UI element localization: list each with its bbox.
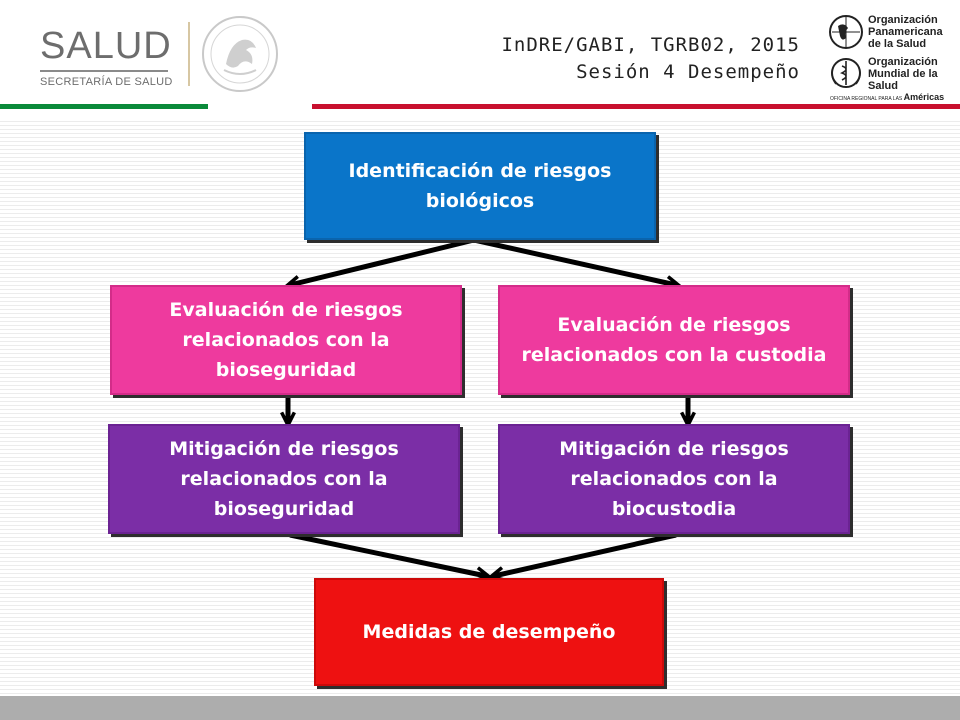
salud-logo-subtitle: SECRETARÍA DE SALUD: [40, 76, 173, 88]
node-mitigacion-biocustodia: Mitigación de riesgos relacionados con l…: [498, 424, 850, 534]
oms-name: Organización Mundial de la Salud: [868, 56, 938, 92]
header: SALUD SECRETARÍA DE SALUD InDRE/GABI, TG…: [0, 0, 960, 108]
header-line-2: Sesión 4 Desempeño: [576, 61, 800, 83]
node-mitigacion-bioseguridad: Mitigación de riesgos relacionados con l…: [108, 424, 460, 534]
ops-oms-logo: Organización Panamericana de la Salud Or…: [828, 14, 956, 102]
salud-logo-word: SALUD: [40, 25, 172, 67]
footer-bar: [0, 696, 960, 720]
logo-divider: [188, 22, 190, 86]
arrow-root-to-eval-bio: [290, 237, 475, 285]
arrow-mit-bio-to-medidas: [289, 532, 486, 576]
header-line-1: InDRE/GABI, TGRB02, 2015: [501, 34, 800, 56]
arrow-root-to-eval-custodia: [473, 237, 676, 285]
node-identificacion: Identificación de riesgos biológicos: [304, 132, 656, 240]
oms-emblem-icon: [831, 58, 861, 88]
salud-logo: SALUD SECRETARÍA DE SALUD: [40, 25, 175, 88]
node-medidas-desempeno: Medidas de desempeño: [314, 578, 664, 686]
node-evaluacion-custodia: Evaluación de riesgos relacionados con l…: [498, 285, 850, 395]
ops-globe-icon: [829, 15, 863, 49]
header-title: InDRE/GABI, TGRB02, 2015 Sesión 4 Desemp…: [501, 32, 800, 86]
node-evaluacion-bioseguridad: Evaluación de riesgos relacionados con l…: [110, 285, 462, 395]
oms-regional-label: OFICINA REGIONAL PARA LAS: [830, 96, 903, 102]
header-rule-red: [312, 104, 960, 109]
header-rule-green: [0, 104, 208, 109]
oms-americas-label: Américas: [903, 92, 945, 102]
mexico-seal-icon: [202, 16, 278, 92]
ops-name: Organización Panamericana de la Salud: [868, 14, 943, 50]
arrow-mit-custodia-to-medidas: [494, 532, 677, 576]
